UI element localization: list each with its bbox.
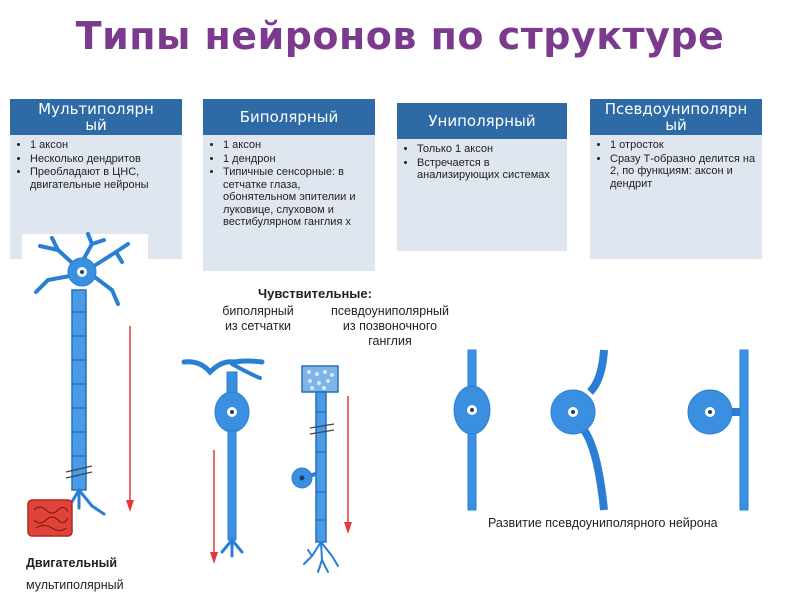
bullet: Типичные сенсорные: в сетчатке глаза, об… [223,166,369,229]
bullet: 1 аксон [30,139,176,152]
bullet: Только 1 аксон [417,143,561,156]
bipolar-label-line2: из сетчатки [224,319,292,333]
card-header-line1: Псевдоуниполярн [604,100,748,118]
multipolar-caption: мультиполярный [26,578,124,592]
card-bullets: Только 1 аксон Встречается в анализирующ… [397,139,567,182]
card-header-line1: Мультиполярн [38,100,154,118]
page-title: Типы нейронов по структуре [75,14,725,58]
pseudounipolar-label-line1: псевдоуниполярный [330,304,450,318]
development-caption: Развитие псевдоуниполярного нейрона [488,516,718,530]
development-stage-3 [687,349,749,511]
bipolar-neuron [181,358,265,558]
sensory-label: Чувствительные: [258,286,372,301]
bullet: 1 аксон [223,139,369,152]
card-header: Униполярный [397,103,567,139]
pseudounipolar-label-line2: из позвоночного [342,319,438,333]
bipolar-label-line1: биполярный [222,304,294,318]
card-bullets: 1 аксон 1 дендрон Типичные сенсорные: в … [203,135,375,229]
card-header-line2: ый [85,116,107,134]
bullet: 1 отросток [610,139,756,152]
pseudounipolar-label: псевдоуниполярный из позвоночного гангли… [316,304,464,349]
card-header: Биполярный [203,99,375,135]
multipolar-neuron [34,232,130,516]
card-header-line1: Биполярный [239,108,339,126]
card-header-line2: ый [665,116,687,134]
bullet: Преобладают в ЦНС, двигательные нейроны [30,166,176,191]
bullet: Сразу Т-образно делится на 2, по функция… [610,153,756,191]
pseudounipolar-neuron [291,365,339,573]
arrow-down-icon [210,552,218,564]
motor-label: Двигательный [26,556,118,570]
card-bullets: 1 аксон Несколько дендритов Преобладают … [10,135,182,191]
arrow-down-icon [344,522,352,534]
card-unipolar: Униполярный Только 1 аксон Встречается в… [397,103,567,251]
card-bipolar: Биполярный 1 аксон 1 дендрон Типичные се… [203,99,375,271]
bipolar-label: биполярный из сетчатки [212,304,304,334]
development-stage-1 [453,349,491,511]
receptor-icon [301,365,339,393]
card-header-line1: Униполярный [428,112,536,130]
pseudounipolar-label-line3: ганглия [368,334,412,348]
card-bullets: 1 отросток Сразу Т-образно делится на 2,… [590,135,762,190]
bullet: 1 дендрон [223,153,369,166]
bullet: Встречается в анализирующих системах [417,157,561,182]
development-stage-2 [550,349,608,511]
bullet: Несколько дендритов [30,153,176,166]
muscle-icon [27,499,73,537]
arrow-down-icon [126,500,134,512]
